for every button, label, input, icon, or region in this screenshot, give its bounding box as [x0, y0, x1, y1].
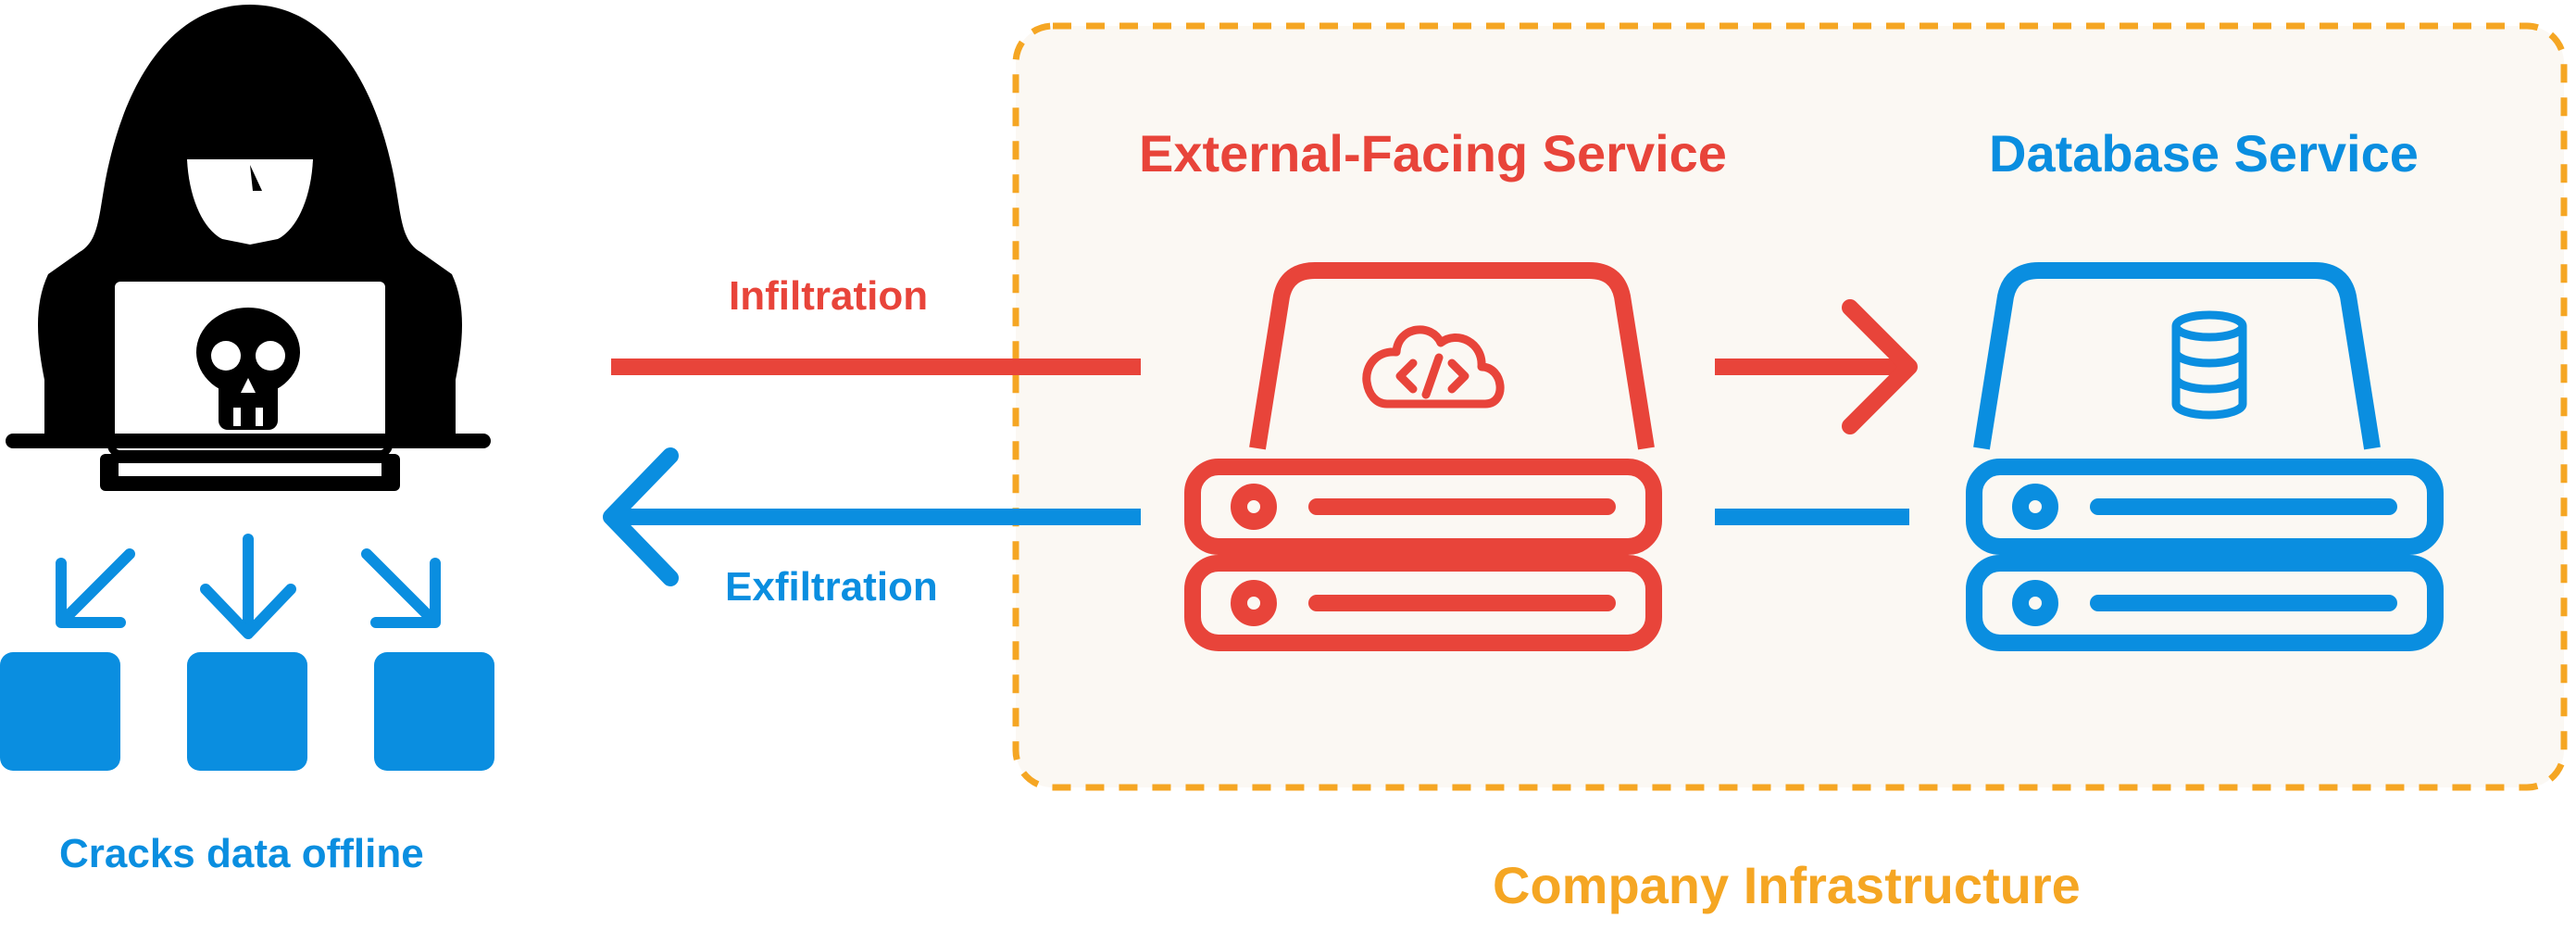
- database-service-title: Database Service: [1989, 124, 2419, 182]
- data-block-1: [0, 652, 120, 771]
- hooded-hacker-icon: [6, 5, 491, 491]
- exfiltration-label: Exfiltration: [725, 564, 938, 610]
- data-block-3: [374, 652, 494, 771]
- service-to-database-arrow: [1715, 299, 1918, 434]
- external-service-server: [1184, 262, 1662, 651]
- infiltration-label: Infiltration: [729, 273, 929, 319]
- cracks-offline-label: Cracks data offline: [59, 831, 424, 876]
- database-icon: [2171, 310, 2247, 420]
- external-service-title: External-Facing Service: [1139, 124, 1727, 182]
- data-block-icon: [0, 652, 494, 771]
- data-block-2: [187, 652, 307, 771]
- company-infrastructure-label: Company Infrastructure: [1493, 856, 2081, 914]
- code-cloud-icon: [1362, 325, 1505, 409]
- exfiltration-arrow: [603, 447, 1141, 586]
- skull-icon: [196, 308, 300, 430]
- download-arrow-icon: [56, 534, 441, 639]
- database-service-server: [1966, 262, 2444, 651]
